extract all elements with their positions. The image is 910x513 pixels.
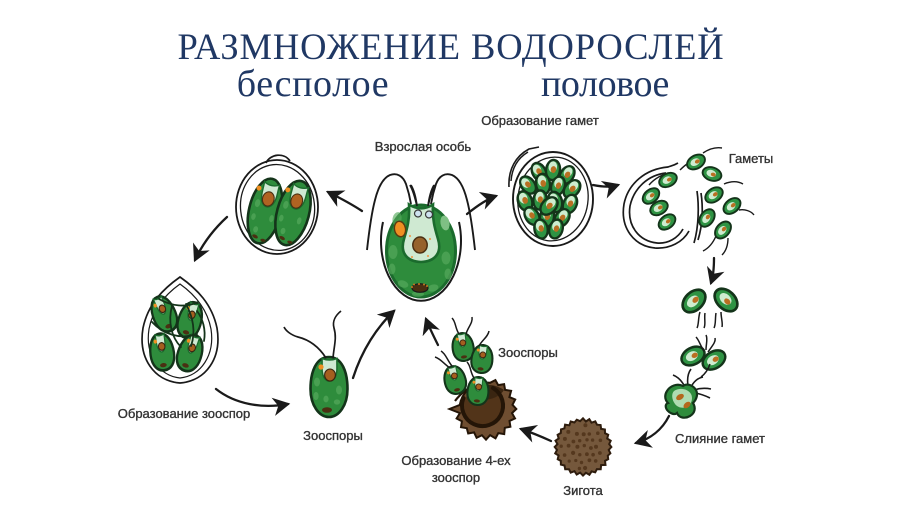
- svg-text:зооспор: зооспор: [432, 470, 480, 485]
- svg-text:Зигота: Зигота: [563, 483, 603, 498]
- svg-text:половое: половое: [541, 63, 669, 105]
- svg-text:Слияние гамет: Слияние гамет: [675, 431, 765, 446]
- svg-text:РАЗМНОЖЕНИЕ ВОДОРОСЛЕЙ: РАЗМНОЖЕНИЕ ВОДОРОСЛЕЙ: [177, 26, 724, 67]
- svg-text:бесполое: бесполое: [237, 63, 389, 105]
- svg-text:Зооспоры: Зооспоры: [498, 345, 558, 360]
- svg-text:Образование зооспор: Образование зооспор: [118, 406, 250, 421]
- svg-text:Зооспоры: Зооспоры: [303, 428, 363, 443]
- svg-text:Образование 4-ех: Образование 4-ех: [401, 453, 511, 468]
- svg-text:Гаметы: Гаметы: [729, 151, 774, 166]
- svg-text:Образование гамет: Образование гамет: [481, 113, 599, 128]
- svg-text:Взрослая особь: Взрослая особь: [375, 139, 472, 154]
